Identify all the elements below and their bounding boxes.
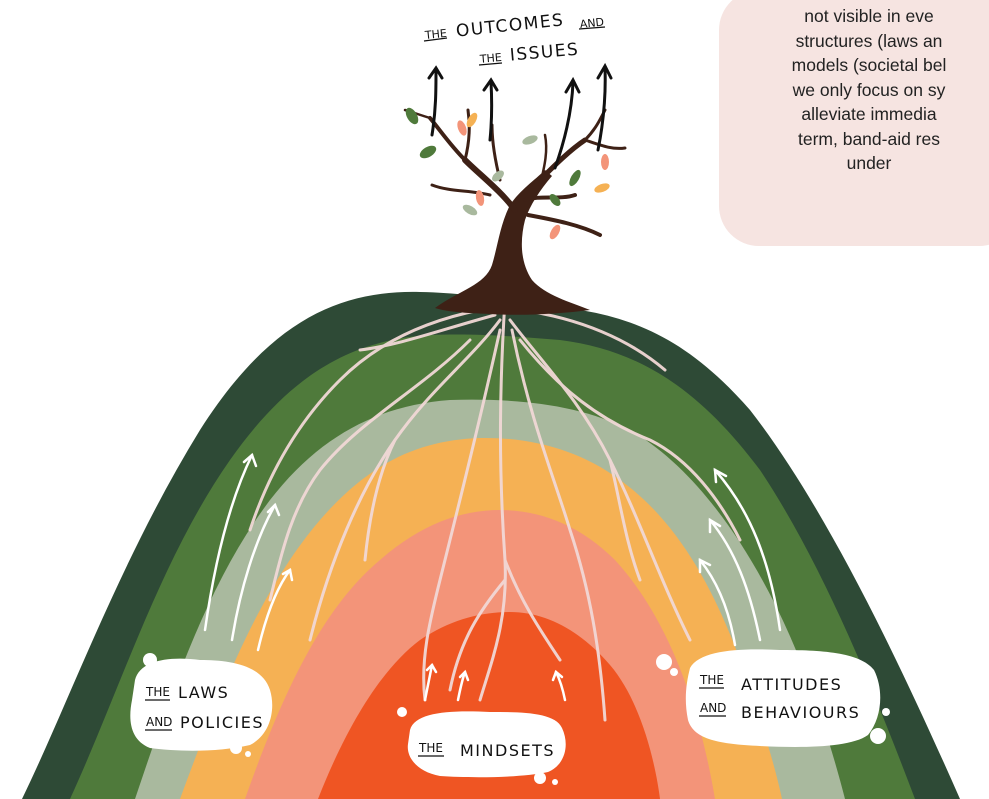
upward-arrows (203, 452, 782, 702)
attitudes-word1: ATTITUDES (741, 675, 842, 694)
laws-policies-label: THE LAWS AND POLICIES (130, 653, 273, 757)
tree-trunk (435, 170, 590, 315)
callout-line: we only focus on sy (792, 79, 946, 100)
callout-line: structures (laws an (795, 30, 943, 51)
outcomes-word2: ISSUES (509, 40, 580, 66)
laws-word2: POLICIES (180, 713, 264, 732)
attitudes-and: AND (700, 701, 726, 715)
attitudes-blob (685, 649, 881, 747)
outcomes-label: THE OUTCOMES AND THE ISSUES (423, 10, 606, 66)
attitudes-word2: BEHAVIOURS (741, 703, 860, 722)
outcomes-the2: THE (478, 51, 502, 66)
mindsets-label: THE MINDSETS (397, 707, 566, 785)
explanation-callout: not visible in eve structures (laws an m… (719, 0, 989, 246)
mindsets-the: THE (418, 741, 443, 755)
laws-the: THE (145, 685, 170, 699)
laws-and: AND (146, 715, 172, 729)
layer-orange (318, 612, 660, 799)
attitudes-behaviours-label: THE ATTITUDES AND BEHAVIOURS (656, 649, 890, 747)
roots (248, 298, 742, 722)
attitudes-the: THE (699, 673, 724, 687)
outcome-arrows (427, 62, 613, 170)
callout-line: under (846, 153, 892, 173)
callout-line: not visible in eve (804, 6, 934, 26)
outcomes-word1: OUTCOMES (455, 10, 565, 41)
mindsets-blob (407, 711, 566, 778)
laws-blob (130, 658, 273, 751)
callout-line: models (societal bel (791, 55, 947, 75)
tree (403, 107, 627, 315)
callout-line: term, band-aid res (797, 128, 940, 149)
tree-leaves (405, 107, 610, 240)
callout-line: alleviate immedia (801, 104, 937, 124)
laws-word1: LAWS (178, 683, 229, 702)
mindsets-word: MINDSETS (460, 741, 555, 760)
